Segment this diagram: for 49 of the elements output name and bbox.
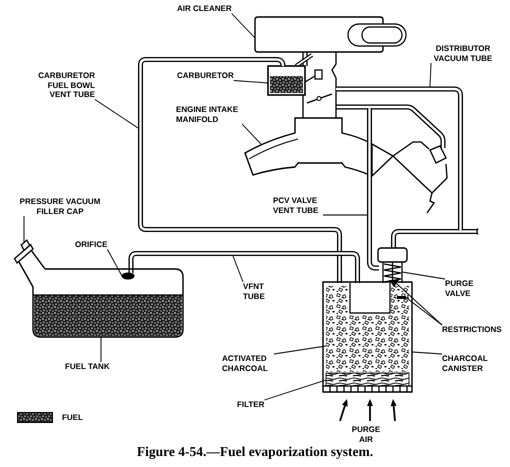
legend-label: FUEL — [62, 413, 83, 422]
air-cleaner — [254, 16, 407, 53]
charcoal-canister — [322, 281, 413, 393]
part-label: ENGINE INTAKE MANIFOLD — [176, 105, 242, 124]
part-label: PCV VALVE VENT TUBE — [273, 196, 323, 215]
fuel-tank — [18, 249, 184, 338]
vent-tube — [138, 57, 342, 283]
part-label: CARBURETOR — [177, 71, 234, 80]
part-label: FUEL TANK — [65, 362, 110, 372]
part-label: AIR CLEANER — [177, 4, 232, 14]
leader-line — [402, 272, 446, 280]
restriction — [397, 296, 406, 299]
caption: Figure 4-54.—Fuel evaporization system. — [136, 444, 374, 460]
carburetor — [267, 51, 337, 119]
part-label: CHARCOAL CANISTER — [442, 354, 492, 373]
outlet-tube — [391, 228, 479, 248]
leader-line — [396, 283, 442, 326]
vacuum-tube — [336, 86, 463, 230]
purge-valve — [377, 247, 408, 284]
part-label: ACTIVATED CHARCOAL — [222, 354, 274, 373]
part-label: DISTRIBUTOR VACUUM TUBE — [431, 44, 495, 63]
leader-line — [231, 13, 256, 38]
part-label: ORIFICE — [75, 240, 108, 250]
vent-tube — [128, 251, 360, 284]
leader-line — [274, 346, 326, 354]
leader-line — [322, 214, 368, 216]
filler-cap — [14, 239, 34, 264]
leader-line — [107, 249, 122, 276]
filter — [326, 372, 410, 386]
part-label: RESTRICTIONS — [442, 325, 502, 334]
vent-tube — [367, 108, 379, 270]
leader-line — [233, 80, 268, 84]
intake-manifold — [244, 117, 373, 177]
leader-line — [100, 336, 102, 362]
leader-line — [406, 297, 442, 326]
orifice — [122, 272, 134, 280]
flow-label: PURGE AIR — [350, 425, 382, 444]
leader-line — [232, 256, 244, 282]
leader-line — [412, 352, 442, 354]
part-label: PRESSURE VACUUM FILLER CAP — [16, 197, 104, 216]
part-label: FILTER — [237, 400, 264, 410]
leader-line — [94, 99, 138, 128]
part-label: VFNT TUBE — [243, 282, 268, 301]
activated-charcoal — [326, 286, 409, 372]
part-label: CARBURETOR FUEL BOWL VENT TUBE — [35, 71, 95, 100]
leader-line — [242, 124, 262, 146]
part-label: PURGE VALVE — [445, 279, 477, 298]
leader-line — [264, 380, 326, 400]
leader-line — [430, 62, 432, 87]
